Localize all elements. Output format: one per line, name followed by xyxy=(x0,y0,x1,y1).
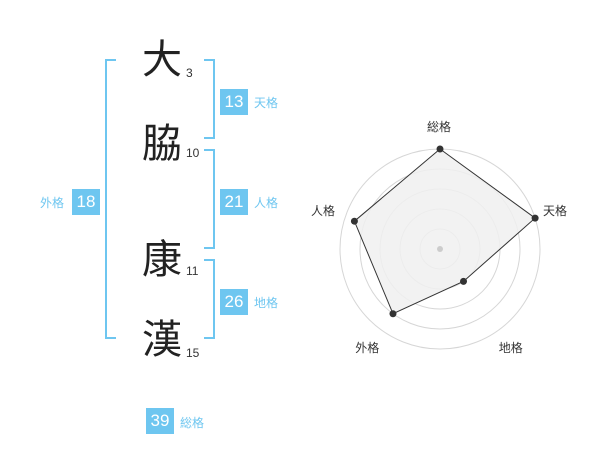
name-char-4: 漢 xyxy=(142,317,182,363)
gaikaku-bracket xyxy=(105,59,116,339)
stroke-count-3: 11 xyxy=(186,264,199,278)
gaikaku-badge: 18 xyxy=(72,189,100,215)
jinkaku-badge: 21 xyxy=(220,189,248,215)
soukaku-badge: 39 xyxy=(146,408,174,434)
radar-point-1 xyxy=(531,214,539,222)
tenkaku-label: 天格 xyxy=(254,96,279,110)
radar-axis-label-3: 外格 xyxy=(355,340,380,355)
name-char-1: 大 xyxy=(142,37,182,83)
jinkaku-bracket xyxy=(204,149,215,249)
radar-polygon xyxy=(353,148,536,315)
radar-axis-label-0: 総格 xyxy=(427,120,452,134)
radar-point-3 xyxy=(389,310,397,318)
radar-point-2 xyxy=(460,277,468,285)
radar-center xyxy=(437,246,443,252)
name-char-2: 脇 xyxy=(142,121,182,167)
soukaku-label: 総格 xyxy=(180,416,205,430)
gaikaku-label: 外格 xyxy=(40,196,65,210)
chikaku-label: 地格 xyxy=(254,296,279,310)
chikaku-badge: 26 xyxy=(220,289,248,315)
jinkaku-label: 人格 xyxy=(254,196,279,210)
tenkaku-badge: 13 xyxy=(220,89,248,115)
stroke-count-4: 15 xyxy=(186,346,200,360)
stroke-count-1: 3 xyxy=(186,66,193,80)
radar-axis-label-4: 人格 xyxy=(310,204,335,219)
chikaku-bracket xyxy=(204,259,215,339)
radar-axis-label-1: 天格 xyxy=(543,204,568,219)
name-char-3: 康 xyxy=(142,237,182,283)
tenkaku-bracket xyxy=(204,59,215,139)
radar-axis-label-2: 地格 xyxy=(498,340,523,355)
stroke-count-2: 10 xyxy=(186,146,200,160)
radar-point-0 xyxy=(436,145,444,153)
radar-point-4 xyxy=(350,217,358,225)
